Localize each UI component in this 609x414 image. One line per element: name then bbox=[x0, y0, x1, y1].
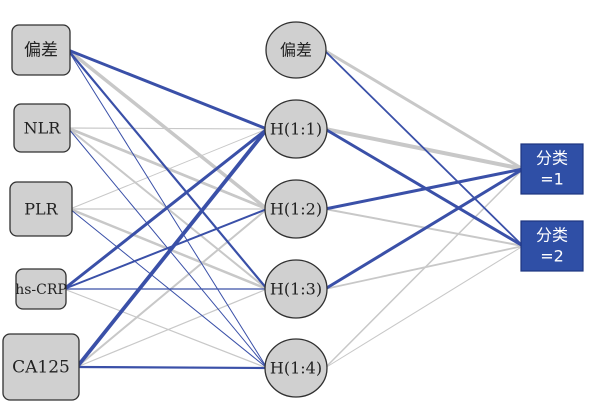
hidden-node-ellipse bbox=[264, 99, 328, 159]
output-node-label-line2: =2 bbox=[540, 247, 564, 266]
output-node-box bbox=[520, 143, 584, 195]
input-node-box bbox=[13, 103, 71, 153]
input-node-i1: NLR bbox=[13, 103, 71, 153]
input-node-box bbox=[15, 268, 67, 310]
hidden-node-label: H(1:3) bbox=[270, 280, 322, 299]
edge-i0-h1 bbox=[66, 48, 269, 131]
edge-h4-o1 bbox=[324, 168, 524, 369]
output-node-o1: 分类 =1 bbox=[520, 143, 584, 195]
input-node-label: CA125 bbox=[12, 358, 70, 378]
hidden-node-ellipse bbox=[265, 21, 327, 79]
edge-i4-h4 bbox=[75, 365, 269, 370]
output-node-box bbox=[520, 220, 584, 272]
hidden-node-ellipse bbox=[264, 338, 328, 398]
input-node-label: PLR bbox=[24, 200, 58, 219]
hidden-node-h0: 偏差 bbox=[265, 21, 327, 79]
edge-h0-o2 bbox=[323, 49, 524, 247]
hidden-node-h4: H(1:4) bbox=[264, 338, 328, 398]
node-layer: 偏差 NLR PLR hs-CRP CA125 偏差 H(1:1) H(1:2) H(1:3) H… bbox=[2, 21, 584, 401]
output-node-label-line1: 分类 bbox=[536, 226, 568, 245]
edge-i3-h1 bbox=[62, 127, 269, 291]
input-node-i4: CA125 bbox=[2, 333, 80, 401]
input-node-i0: 偏差 bbox=[11, 24, 71, 76]
output-node-o2: 分类 =2 bbox=[520, 220, 584, 272]
edge-h4-o2 bbox=[324, 245, 524, 369]
output-node-label-line1: 分类 bbox=[536, 149, 568, 168]
hidden-node-label: H(1:1) bbox=[270, 120, 322, 139]
edge-h3-o1 bbox=[323, 167, 525, 291]
hidden-node-h3: H(1:3) bbox=[264, 259, 328, 319]
output-node-label-line2: =1 bbox=[540, 170, 564, 189]
edge-i1-h1 bbox=[67, 127, 268, 130]
edge-h0-o1 bbox=[322, 48, 525, 171]
edge-i4-h1 bbox=[75, 127, 269, 369]
hidden-node-h1: H(1:1) bbox=[264, 99, 328, 159]
hidden-node-ellipse bbox=[264, 259, 328, 319]
edge-i0-h2 bbox=[66, 48, 269, 211]
edge-i0-h3 bbox=[66, 48, 269, 291]
hidden-node-label: 偏差 bbox=[280, 41, 312, 60]
edge-i3-h2 bbox=[63, 208, 268, 290]
input-node-i2: PLR bbox=[9, 181, 73, 237]
edge-layer bbox=[62, 48, 525, 370]
input-node-label: 偏差 bbox=[24, 41, 58, 61]
hidden-node-h2: H(1:2) bbox=[264, 179, 328, 239]
input-node-label: hs-CRP bbox=[15, 282, 67, 298]
edge-h2-o1 bbox=[323, 167, 525, 211]
hidden-node-ellipse bbox=[264, 179, 328, 239]
hidden-node-label: H(1:4) bbox=[270, 359, 322, 378]
input-node-i3: hs-CRP bbox=[15, 268, 67, 310]
input-node-label: NLR bbox=[24, 119, 62, 138]
input-node-box bbox=[2, 333, 80, 401]
edge-i4-h2 bbox=[76, 208, 268, 368]
edge-i4-h3 bbox=[76, 288, 268, 368]
input-node-box bbox=[9, 181, 73, 237]
edge-i3-h4 bbox=[63, 288, 268, 369]
input-node-box bbox=[11, 24, 71, 76]
hidden-node-label: H(1:2) bbox=[270, 200, 322, 219]
